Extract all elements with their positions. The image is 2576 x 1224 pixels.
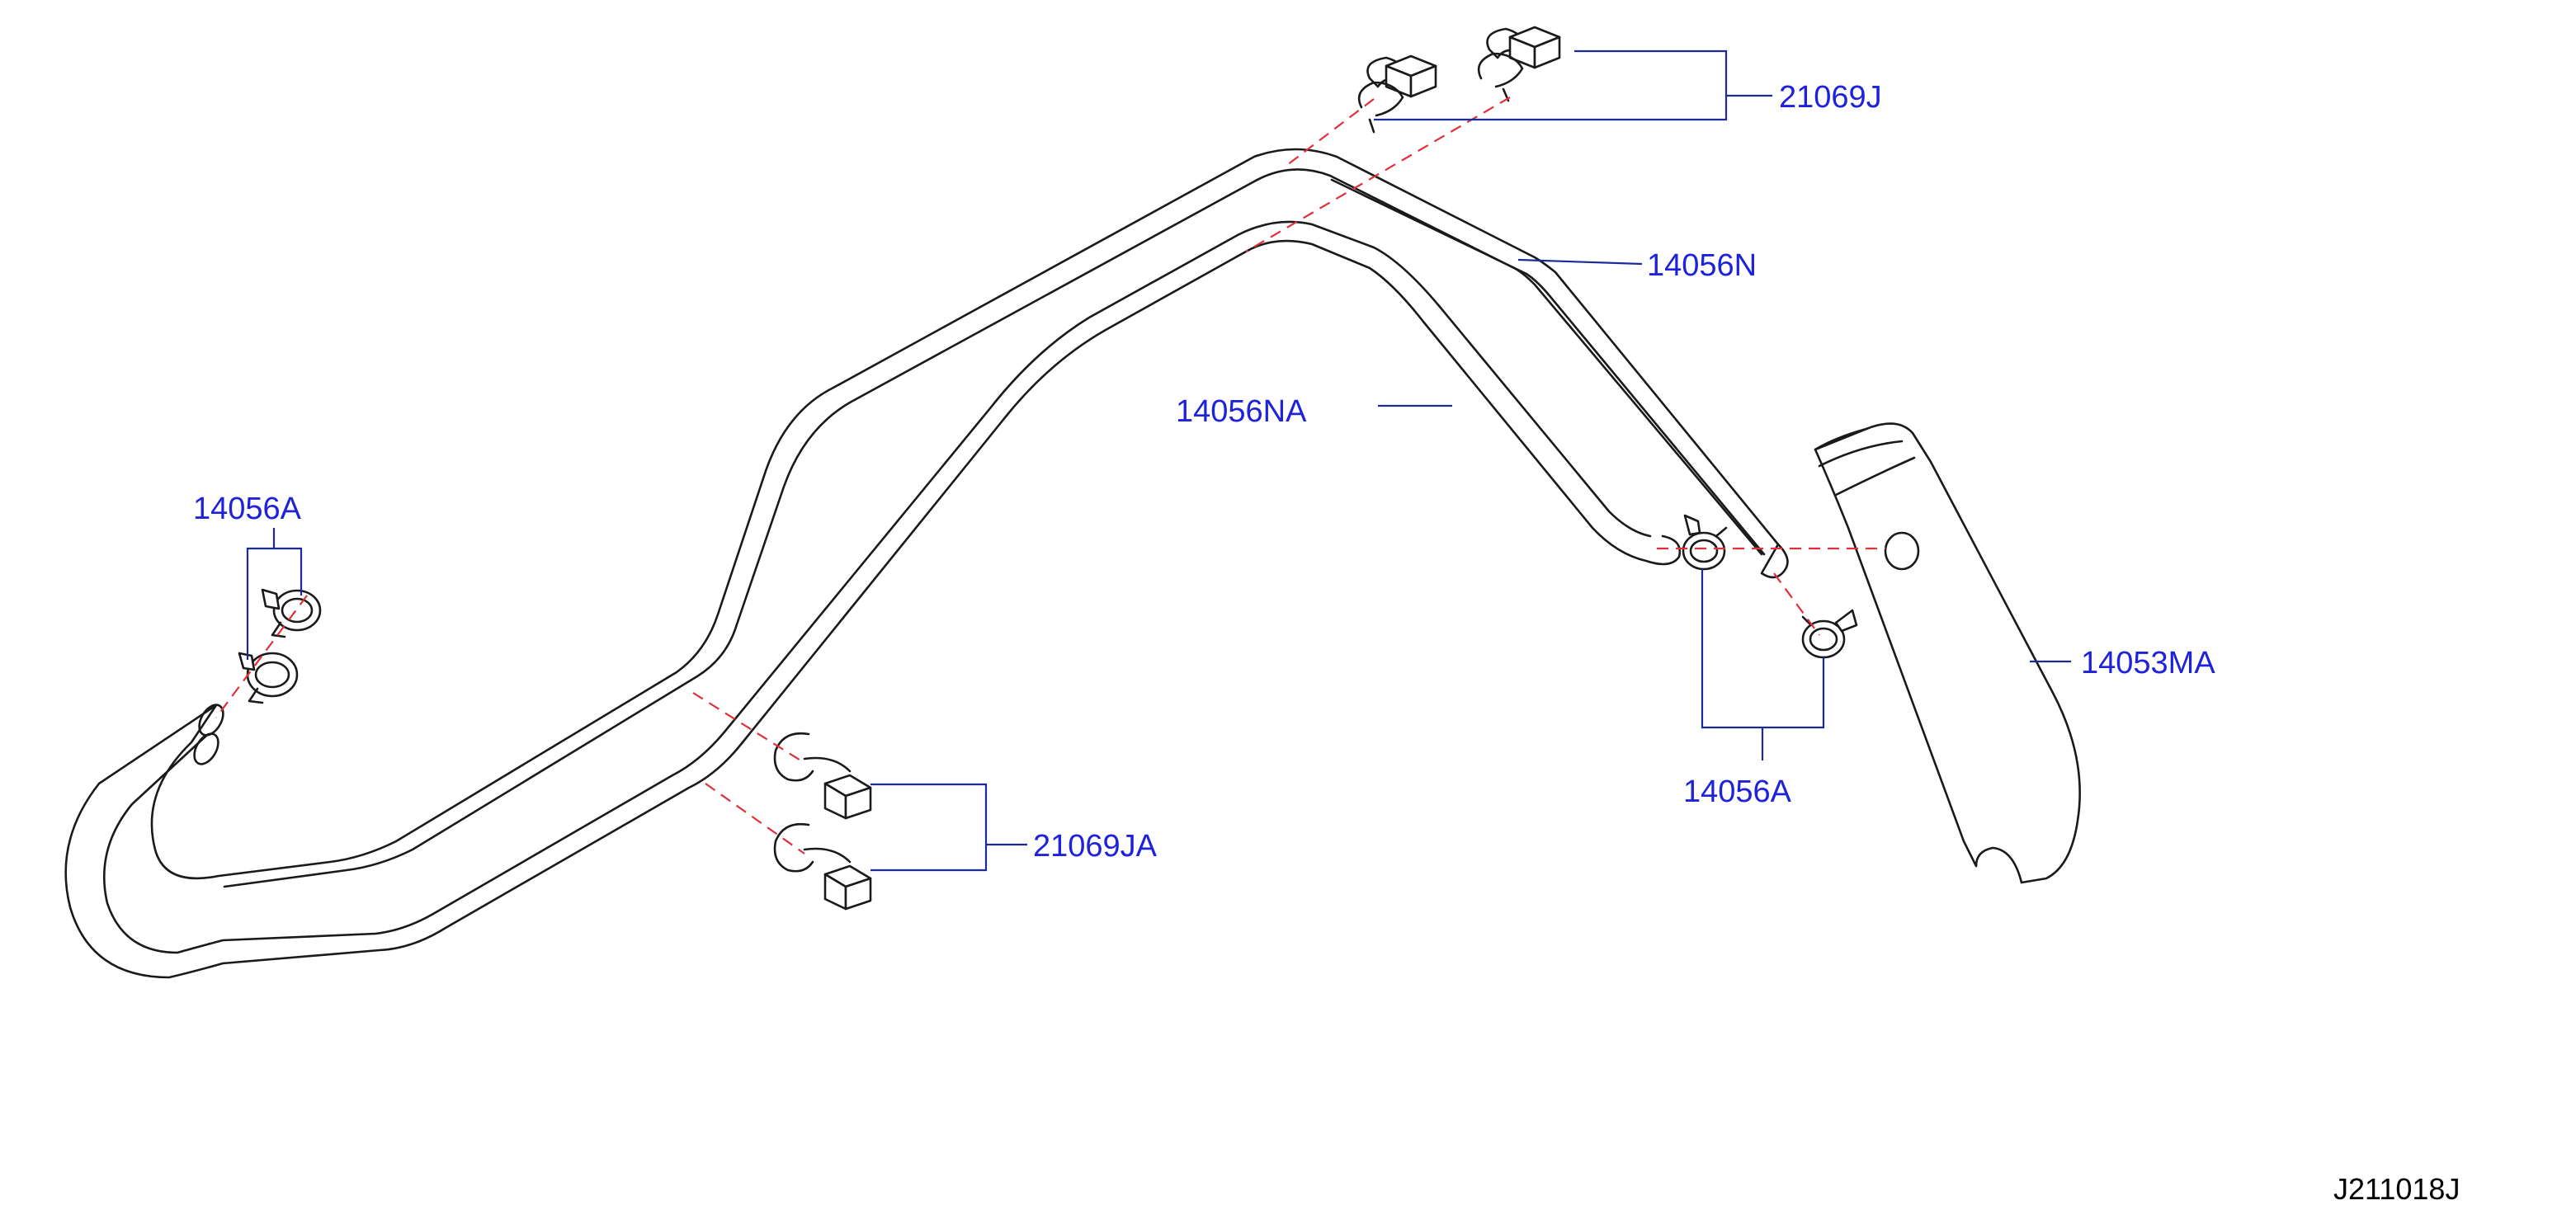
clip-21069j-a: [1357, 54, 1437, 134]
hose-14056n: [150, 148, 1789, 888]
clamp-14056a-right-lower: [1801, 609, 1858, 659]
callout-clip-lower: 21069JA: [1033, 829, 1158, 864]
clip-21069ja-b: [773, 822, 872, 911]
clamp-14056a-left-lower: [238, 652, 299, 704]
leader-lines: [246, 49, 2071, 872]
callout-clip-upper: 21069J: [1779, 80, 1882, 115]
hose-14056na: [64, 220, 1682, 979]
drawing-code: J211018J: [2333, 1172, 2460, 1206]
callout-hose-upper: 14056N: [1647, 248, 1757, 283]
tube-14053ma: [1814, 422, 2081, 884]
callout-hose-lower: 14056NA: [1176, 394, 1307, 429]
callout-clamp-left: 14056A: [193, 492, 302, 526]
clip-21069j-b: [1477, 26, 1561, 102]
callout-clamp-right: 14056A: [1683, 774, 1792, 809]
clamp-14056a-left-upper: [261, 588, 322, 638]
clamp-14056a-right-upper: [1682, 514, 1728, 571]
callout-tube: 14053MA: [2081, 646, 2215, 680]
center-lines: [215, 97, 1885, 854]
clip-21069ja-a: [773, 732, 872, 820]
